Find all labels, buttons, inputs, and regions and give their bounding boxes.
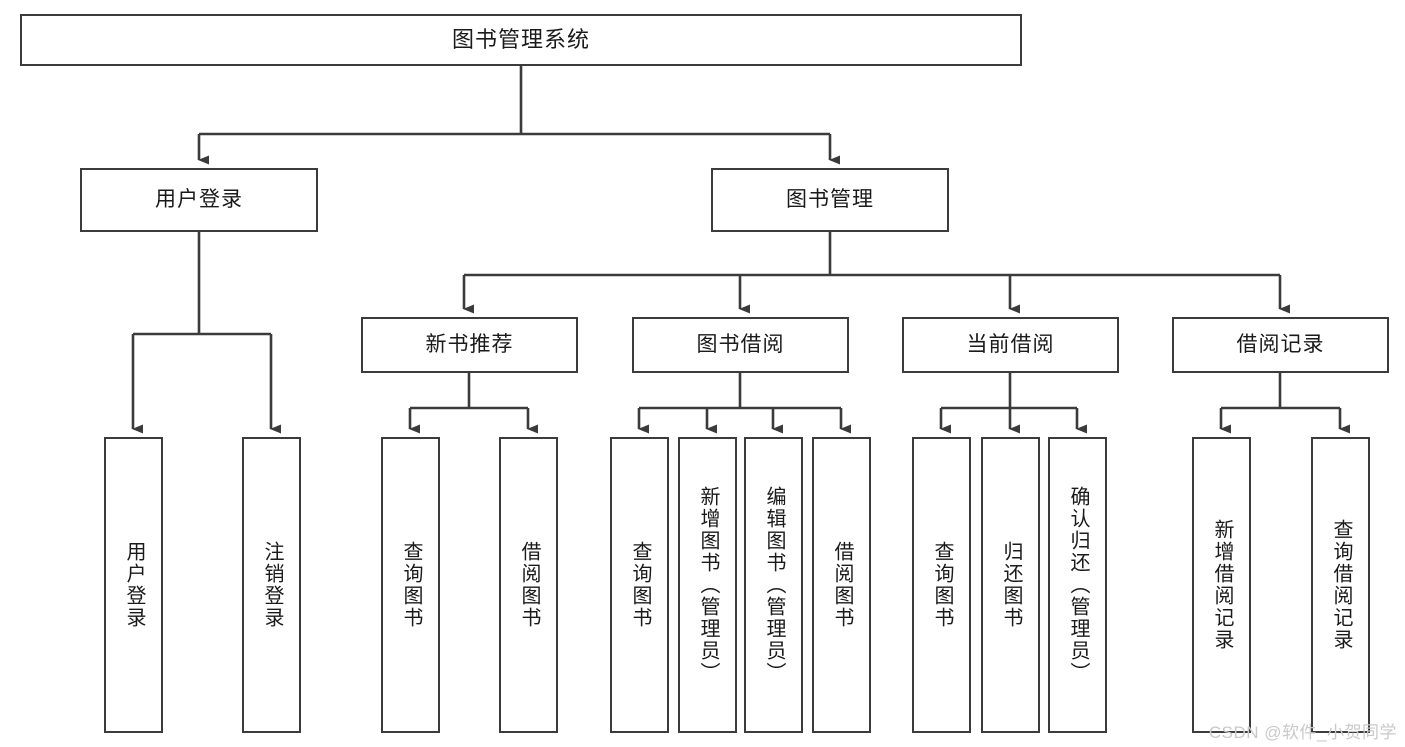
leaf-query-book-2-label: 查询图书 [629, 541, 651, 629]
leaf-logout-label: 注销登录 [261, 541, 283, 629]
leaf-edit-book-label: 编辑图书（管理员） [763, 486, 785, 684]
node-new-book-rec[interactable]: 新书推荐 [361, 317, 578, 373]
node-current-borrow-label: 当前借阅 [966, 332, 1055, 356]
node-borrow-record-label: 借阅记录 [1236, 332, 1325, 356]
leaf-query-book-1-label: 查询图书 [400, 541, 422, 629]
leaf-confirm-return-label: 确认归还（管理员） [1067, 486, 1089, 684]
leaf-query-record[interactable]: 查询借阅记录 [1311, 437, 1370, 733]
leaf-logout[interactable]: 注销登录 [242, 437, 301, 733]
leaf-query-book-3-label: 查询图书 [931, 541, 953, 629]
leaf-confirm-return[interactable]: 确认归还（管理员） [1048, 437, 1107, 733]
leaf-query-book-3[interactable]: 查询图书 [912, 437, 971, 733]
node-root-label: 图书管理系统 [451, 27, 590, 53]
leaf-add-record[interactable]: 新增借阅记录 [1192, 437, 1251, 733]
node-book-borrow-label: 图书借阅 [696, 332, 785, 356]
leaf-add-book-label: 新增图书（管理员） [697, 486, 719, 684]
node-new-book-rec-label: 新书推荐 [425, 332, 514, 356]
node-book-borrow[interactable]: 图书借阅 [632, 317, 849, 373]
leaf-add-record-label: 新增借阅记录 [1211, 519, 1233, 651]
leaf-borrow-book-2[interactable]: 借阅图书 [812, 437, 871, 733]
node-root[interactable]: 图书管理系统 [20, 14, 1022, 66]
node-borrow-record[interactable]: 借阅记录 [1172, 317, 1389, 373]
node-user-login[interactable]: 用户登录 [80, 168, 318, 232]
leaf-edit-book[interactable]: 编辑图书（管理员） [744, 437, 803, 733]
leaf-query-book-2[interactable]: 查询图书 [610, 437, 669, 733]
leaf-user-login[interactable]: 用户登录 [104, 437, 163, 733]
leaf-query-book-1[interactable]: 查询图书 [381, 437, 440, 733]
leaf-borrow-book-2-label: 借阅图书 [831, 541, 853, 629]
leaf-borrow-book-1[interactable]: 借阅图书 [499, 437, 558, 733]
leaf-return-book[interactable]: 归还图书 [981, 437, 1040, 733]
node-user-login-label: 用户登录 [155, 187, 243, 211]
leaf-user-login-label: 用户登录 [123, 541, 145, 629]
leaf-return-book-label: 归还图书 [1000, 541, 1022, 629]
leaf-add-book[interactable]: 新增图书（管理员） [678, 437, 737, 733]
leaf-query-record-label: 查询借阅记录 [1330, 519, 1352, 651]
watermark: CSDN @软件_小贺同学 [1208, 723, 1397, 742]
node-book-manage[interactable]: 图书管理 [711, 168, 949, 232]
leaf-borrow-book-1-label: 借阅图书 [518, 541, 540, 629]
node-current-borrow[interactable]: 当前借阅 [902, 317, 1119, 373]
node-book-manage-label: 图书管理 [786, 187, 874, 211]
